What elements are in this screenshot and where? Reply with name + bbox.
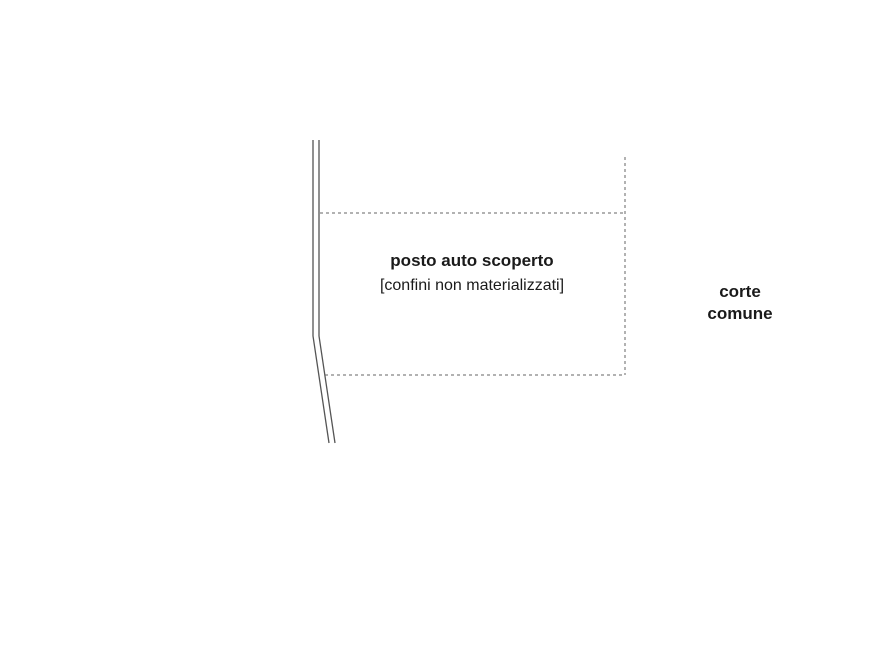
parking-space-title: posto auto scoperto: [390, 251, 554, 270]
wall: [312, 140, 336, 444]
courtyard-label-line2: comune: [707, 304, 773, 323]
parking-boundary: [320, 157, 626, 376]
parking-space-note: [confini non materializzati]: [379, 277, 565, 294]
wall-line-outer: [312, 140, 330, 444]
courtyard-label: corte comune: [680, 281, 800, 325]
wall-line-inner: [318, 140, 336, 444]
courtyard-label-line1: corte: [719, 282, 761, 301]
